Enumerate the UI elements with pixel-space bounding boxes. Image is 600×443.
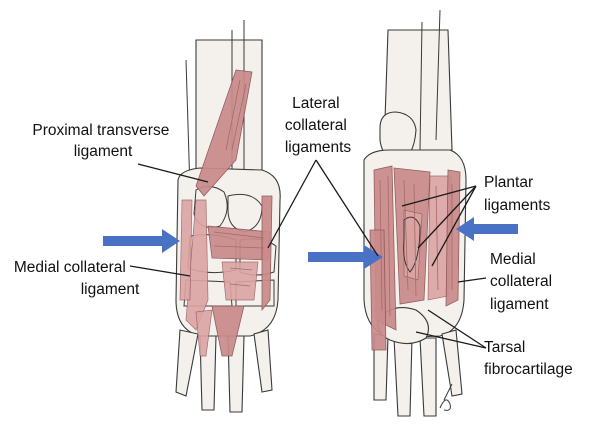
right-hock-view (363, 9, 467, 417)
label-plantar-line2: ligaments (484, 197, 551, 214)
label-medial-collateral-left-line2: ligament (81, 281, 140, 298)
label-medial-collateral-right-line2: collateral (490, 273, 552, 290)
label-tarsal-fibrocartilage-line1: Tarsal (484, 339, 525, 356)
left-hock-view (175, 20, 281, 413)
label-tarsal-fibrocartilage: Tarsal fibrocartilage (484, 339, 573, 378)
label-proximal-transverse-line2: ligament (74, 143, 133, 160)
label-medial-collateral-left-line1: Medial collateral (14, 259, 126, 276)
label-lateral-collateral-line3: ligaments (285, 139, 352, 156)
arrow-left-view (103, 229, 180, 253)
label-lateral-collateral-line1: Lateral (292, 95, 339, 112)
arrow-right-view-left (308, 245, 383, 269)
leader-lines (129, 159, 487, 349)
arrow-right-view-right (456, 217, 518, 241)
label-medial-collateral-right: Medial collateral ligament (490, 251, 556, 313)
label-medial-collateral-right-line3: ligament (490, 296, 549, 313)
label-medial-collateral-left: Medial collateral ligament (14, 259, 140, 298)
artist-signature (439, 383, 453, 411)
label-lateral-collateral: Lateral collateral ligaments (285, 95, 352, 156)
label-plantar: Plantar ligaments (484, 174, 551, 214)
label-proximal-transverse: Proximal transverse ligament (32, 122, 173, 160)
label-plantar-line1: Plantar (484, 174, 533, 191)
label-proximal-transverse-line1: Proximal transverse (32, 122, 169, 139)
label-medial-collateral-right-line1: Medial (490, 251, 536, 268)
label-lateral-collateral-line2: collateral (285, 117, 347, 134)
label-tarsal-fibrocartilage-line2: fibrocartilage (484, 361, 573, 378)
